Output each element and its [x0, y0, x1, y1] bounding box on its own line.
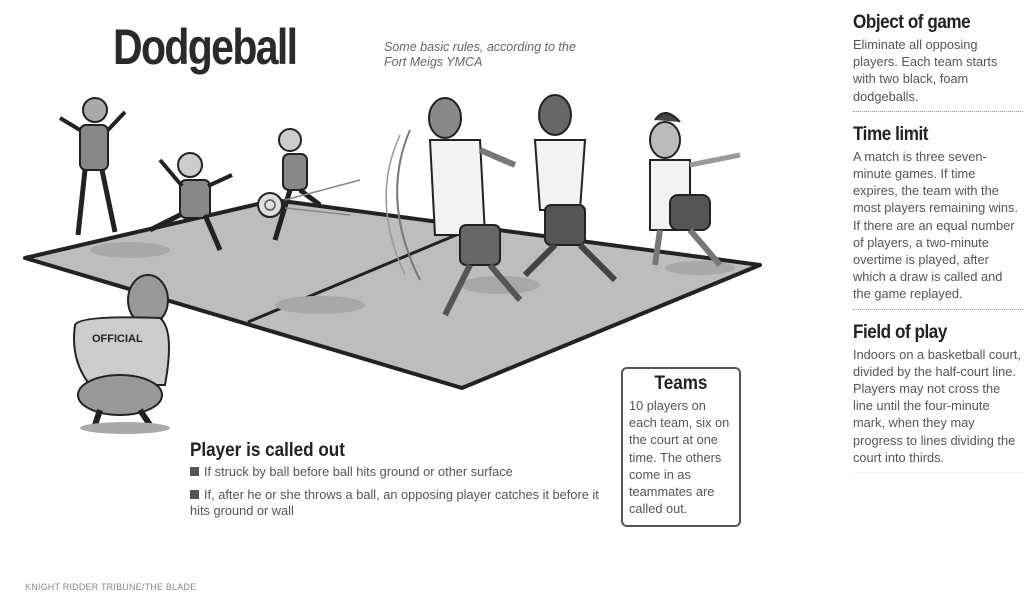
official-figure: OFFICIAL — [73, 274, 170, 434]
player-left-1 — [58, 97, 127, 236]
called-out-heading: Player is called out — [190, 440, 345, 461]
list-item: If struck by ball before ball hits groun… — [190, 464, 610, 480]
page-title: Dodgeball — [113, 19, 298, 75]
list-item-text: If struck by ball before ball hits groun… — [204, 464, 513, 479]
player-right-2 — [522, 94, 618, 283]
section-field-of-play: Field of play Indoors on a basketball co… — [853, 321, 1023, 474]
section-heading: Field of play — [853, 321, 947, 343]
rules-sidebar: Object of game Eliminate all opposing pl… — [853, 0, 1023, 479]
teams-body: 10 players on each team, six on the cour… — [629, 398, 730, 517]
section-time-limit: Time limit A match is three seven-minute… — [853, 124, 1023, 310]
dodgeball — [257, 179, 361, 218]
official-label: OFFICIAL — [92, 333, 143, 345]
section-body: A match is three seven-minute games. If … — [853, 148, 1018, 302]
list-item: If, after he or she throws a ball, an op… — [190, 487, 610, 519]
section-heading: Time limit — [853, 123, 929, 145]
section-object-of-game: Object of game Eliminate all opposing pl… — [853, 12, 1023, 112]
called-out-section: Player is called out If struck by ball b… — [190, 440, 610, 526]
credit-line: KNIGHT RIDDER TRIBUNE/THE BLADE — [25, 582, 197, 592]
player-left-3 — [272, 128, 322, 241]
square-bullet-icon — [190, 467, 199, 476]
player-left-2 — [148, 152, 233, 251]
section-body: Indoors on a basketball court, divided b… — [853, 346, 1021, 465]
player-right-3 — [649, 112, 741, 267]
square-bullet-icon — [190, 490, 199, 499]
teams-box: Teams 10 players on each team, six on th… — [621, 367, 741, 527]
section-body: Eliminate all opposing players. Each tea… — [853, 37, 998, 104]
teams-heading: Teams — [654, 373, 708, 394]
list-item-text: If, after he or she throws a ball, an op… — [190, 487, 599, 518]
dodgeball-court-illustration: OFFICIAL — [23, 94, 762, 434]
player-right-thrower — [428, 97, 523, 317]
court — [23, 198, 762, 390]
section-heading: Object of game — [853, 12, 971, 33]
called-out-list: If struck by ball before ball hits groun… — [190, 464, 610, 519]
page-subtitle: Some basic rules, according to the Fort … — [384, 40, 576, 69]
